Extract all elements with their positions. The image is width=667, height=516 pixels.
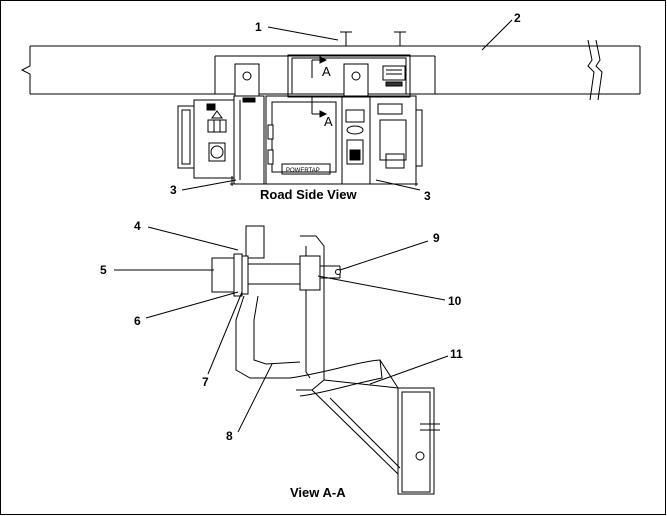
section-marker-top: [311, 56, 328, 78]
section-mark-bottom: A: [324, 114, 333, 129]
callout-6: 6: [134, 314, 141, 328]
callout-8: 8: [226, 429, 233, 443]
callout-10: 10: [448, 294, 462, 308]
i-beam-right: [394, 31, 406, 46]
section-marker-bottom: [311, 96, 328, 118]
bolt-assembly: [211, 253, 341, 297]
caption-view-a-a: View A-A: [290, 485, 346, 500]
leader-lines-bottom: [114, 226, 449, 433]
powertap-badge: POWERTAP: [286, 168, 320, 174]
mount-bracket-left: [234, 63, 260, 97]
section-view-bracket: [235, 225, 440, 495]
callout-3-right: 3: [424, 189, 431, 203]
callout-9: 9: [433, 231, 440, 245]
i-beam-left: [340, 31, 352, 46]
mount-bracket-right: [343, 63, 369, 97]
callout-5: 5: [100, 263, 107, 277]
callout-3-left: 3: [170, 183, 177, 197]
callout-11: 11: [450, 347, 463, 361]
caption-road-side-view: Road Side View: [260, 187, 357, 202]
leader-lines-top: [181, 19, 513, 191]
frame-rail: [20, 39, 641, 101]
section-mark-top: A: [322, 64, 331, 79]
callout-2: 2: [514, 11, 521, 25]
generator-housing: [177, 95, 423, 186]
callout-7: 7: [202, 375, 209, 389]
callout-1: 1: [255, 20, 262, 34]
callout-4: 4: [134, 219, 141, 233]
